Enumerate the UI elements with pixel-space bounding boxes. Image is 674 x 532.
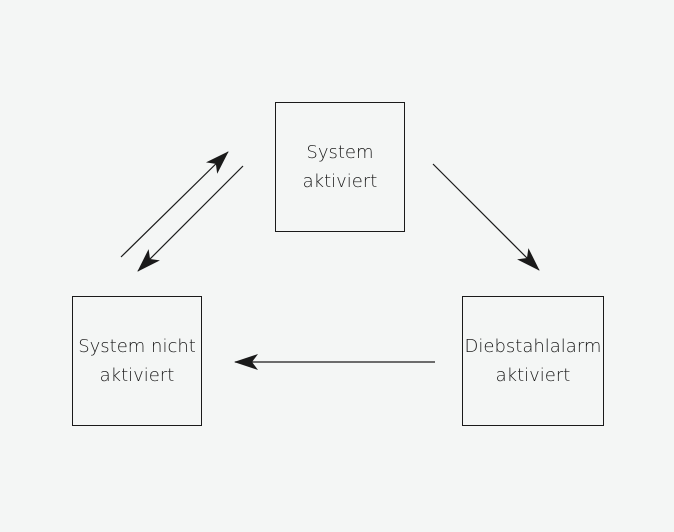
- arrow-active-to-alarm: [432, 163, 540, 271]
- state-label-line2: aktiviert: [302, 171, 378, 192]
- state-system-inactive: System nicht aktiviert: [72, 296, 202, 426]
- state-system-active: System aktiviert: [275, 102, 405, 232]
- arrow-inactive-to-active: [120, 151, 229, 258]
- arrow-active-to-inactive: [137, 165, 244, 272]
- state-theft-alarm-active: Diebstahlalarm aktiviert: [462, 296, 604, 426]
- state-label-line1: System: [306, 142, 374, 163]
- state-label-line2: aktiviert: [99, 365, 175, 386]
- state-label-line1: System nicht: [78, 336, 196, 357]
- state-label-line1: Diebstahlalarm: [464, 336, 602, 357]
- state-label-line2: aktiviert: [495, 365, 571, 386]
